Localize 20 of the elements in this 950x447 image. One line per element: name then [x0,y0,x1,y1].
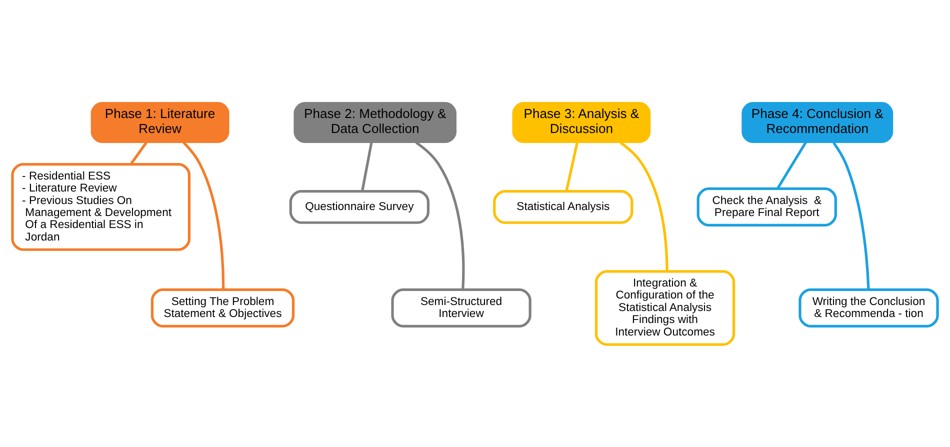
node-box: Statistical Analysis [493,190,634,224]
node-box: Phase 1: Literature Review [90,102,230,143]
connector [776,142,807,190]
connector [832,142,870,290]
connector [130,142,148,165]
node-box: Writing the Conclusion & Recommenda - tion [798,288,939,328]
connector [415,141,465,290]
node-box: Setting The Problem Statement & Objectives [150,288,295,328]
node-box: Check the Analysis & Prepare Final Report [696,187,837,227]
node-box: - Residential ESS - Literature Review - Previous Studies On Management & Development Of a Residential ESS in Jordan [11,162,191,251]
node-box: Phase 4: Conclusion & Recommendation [742,102,894,143]
node-box: Questionnaire Survey [289,190,430,224]
node-box: Semi-Structured Interview [391,288,532,328]
node-box: Phase 2: Methodology & Data Collection [294,102,456,143]
connector [182,142,225,290]
connector [565,142,578,192]
node-box: Integration & Configuration of the Statistical Analysis Findings with Interview Outcomes [594,270,736,346]
node-box: Phase 3: Analysis & Discussion [512,102,651,143]
connector [360,142,373,192]
connector [620,142,668,272]
